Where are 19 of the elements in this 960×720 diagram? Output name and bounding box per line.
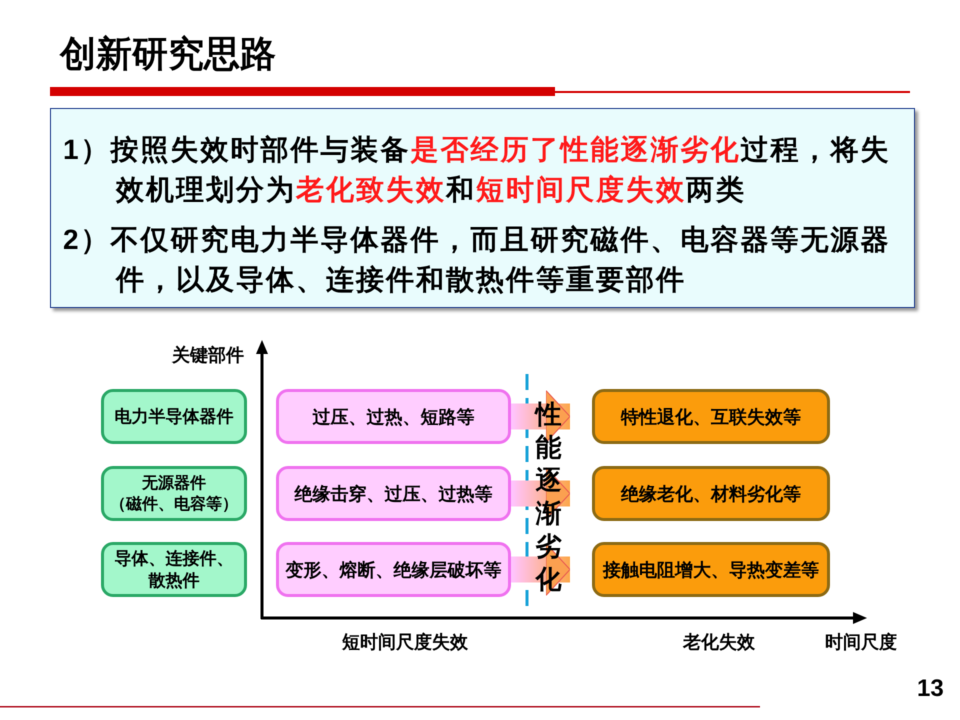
axis-label: 老化失效 <box>683 631 755 654</box>
component-box: 无源器件 （磁件、电容等） <box>101 466 247 521</box>
axis-label: 关键部件 <box>172 344 244 367</box>
aging-box: 接触电阻增大、导热变差等 <box>592 542 830 597</box>
axis-label: 短时间尺度失效 <box>342 631 468 654</box>
page-number: 13 <box>917 675 944 703</box>
failure-box: 变形、熔断、绝缘层破坏等 <box>276 542 511 597</box>
aging-box: 绝缘老化、材料劣化等 <box>592 466 830 521</box>
failure-box: 过压、过热、短路等 <box>276 389 511 444</box>
aging-box: 特性退化、互联失效等 <box>592 389 830 444</box>
numbered-point: 2）不仅研究电力半导体器件，而且研究磁件、电容器等无源器件，以及导体、连接件和散热件等重要部件 <box>63 223 892 297</box>
axis-label: 时间尺度 <box>825 631 897 654</box>
component-box: 导体、连接件、散热件 <box>101 542 247 597</box>
slide-title: 创新研究思路 <box>60 32 276 76</box>
numbered-point: 1）按照失效时部件与装备是否经历了性能逐渐劣化过程，将失效机理划分为老化致失效和短时间尺度失效两类 <box>63 133 892 207</box>
text-panel <box>50 108 915 308</box>
block-arrow <box>511 390 570 443</box>
component-box: 电力半导体器件 <box>101 389 247 444</box>
failure-box: 绝缘击穿、过压、过热等 <box>276 466 511 521</box>
